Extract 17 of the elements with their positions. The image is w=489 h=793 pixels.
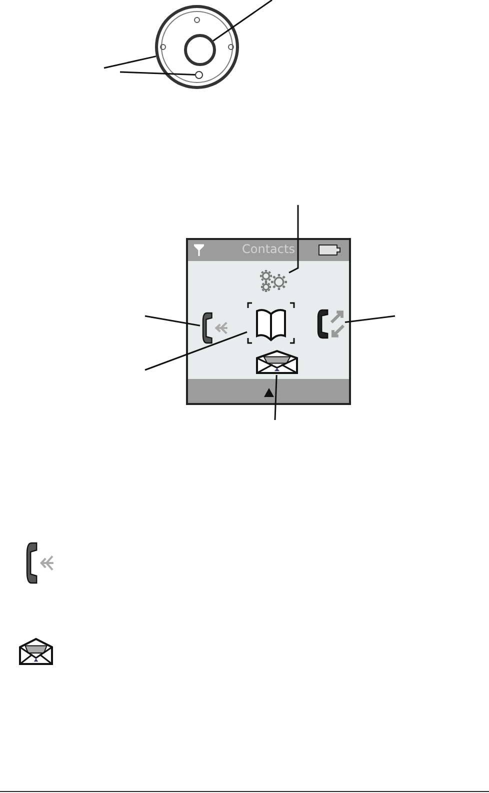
phone-handset-icon	[24, 540, 54, 586]
envelope-icon	[255, 349, 299, 375]
leader-line	[344, 315, 396, 323]
phone-handset-icon	[200, 310, 228, 346]
leader-line	[288, 205, 299, 274]
leader-line	[274, 374, 278, 420]
screen-title: Contacts	[242, 242, 295, 256]
leader-line	[144, 331, 248, 371]
phone-screen	[186, 238, 351, 405]
book-icon	[247, 302, 295, 344]
settings-icon	[257, 268, 289, 294]
phone-handset-icon	[315, 307, 345, 341]
envelope-icon	[18, 637, 54, 666]
center-button	[184, 34, 216, 66]
leader-line	[104, 56, 156, 69]
dot-marker	[195, 71, 203, 79]
leader-line	[144, 315, 200, 326]
